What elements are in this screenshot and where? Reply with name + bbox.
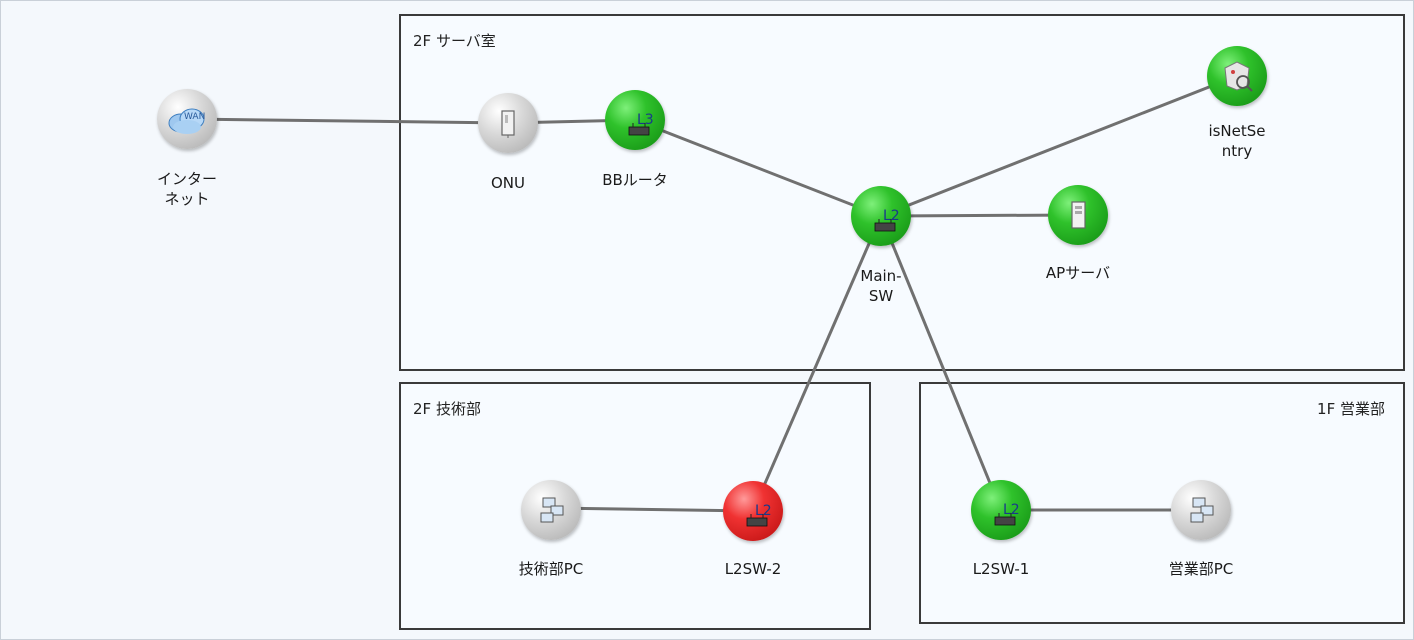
router-icon: L3: [628, 112, 654, 136]
node-ap-server-label: APサーバ: [1045, 264, 1111, 282]
node-l2sw-1[interactable]: L2: [971, 480, 1031, 540]
node-main-sw[interactable]: L2: [851, 186, 911, 246]
node-tech-pc[interactable]: [521, 480, 581, 540]
switch-icon: L2: [874, 208, 900, 232]
link-mainsw-l2sw2[interactable]: [751, 215, 883, 512]
node-tech-pc-label: 技術部PC: [518, 560, 584, 578]
layer-badge-l2: L2: [883, 208, 900, 224]
node-internet[interactable]: WAN: [157, 89, 217, 149]
node-isnetsentry[interactable]: [1207, 46, 1267, 106]
node-l2sw-1-label: L2SW-1: [972, 560, 1030, 578]
node-bb-router[interactable]: L3: [605, 90, 665, 150]
link-mainsw-apserver[interactable]: [880, 213, 1079, 218]
node-isnetsentry-label: isNetSe ntry: [1208, 122, 1266, 160]
wan-badge: WAN: [184, 112, 205, 122]
node-onu-label: ONU: [490, 174, 525, 192]
node-main-sw-label: Main- SW: [860, 267, 902, 305]
node-bb-router-label: BBルータ: [602, 171, 668, 189]
node-sales-pc[interactable]: [1171, 480, 1231, 540]
node-sales-pc-label: 営業部PC: [1168, 560, 1234, 578]
node-l2sw-2-label: L2SW-2: [724, 560, 782, 578]
layer-badge-l2: L2: [755, 503, 772, 519]
zone-tech-dept-label: 2F 技術部: [413, 400, 481, 418]
pc-group-icon: [1190, 497, 1214, 523]
link-mainsw-isnetsentry[interactable]: [880, 74, 1238, 218]
zone-server-room-label: 2F サーバ室: [413, 32, 496, 50]
node-l2sw-2[interactable]: L2: [723, 481, 783, 541]
link-bbrouter-mainsw[interactable]: [634, 118, 882, 218]
server-tower-icon: [1071, 201, 1086, 229]
zone-sales-dept-label: 1F 営業部: [1317, 400, 1385, 418]
node-internet-label: インター ネット: [156, 170, 217, 208]
link-mainsw-l2sw1[interactable]: [879, 215, 1003, 511]
link-internet-onu[interactable]: [186, 117, 509, 125]
switch-icon: L2: [994, 502, 1020, 526]
link-techpc-l2sw2[interactable]: [550, 506, 754, 513]
node-onu[interactable]: [478, 93, 538, 153]
switch-icon: L2: [746, 503, 772, 527]
node-ap-server[interactable]: [1048, 185, 1108, 245]
wan-cloud-icon: WAN: [168, 108, 205, 134]
layer-badge-l2: L2: [1003, 502, 1020, 518]
modem-icon: [501, 110, 515, 138]
layer-badge-l3: L3: [637, 112, 654, 128]
pc-group-icon: [540, 497, 564, 523]
monitor-appliance-icon: [1224, 61, 1253, 92]
